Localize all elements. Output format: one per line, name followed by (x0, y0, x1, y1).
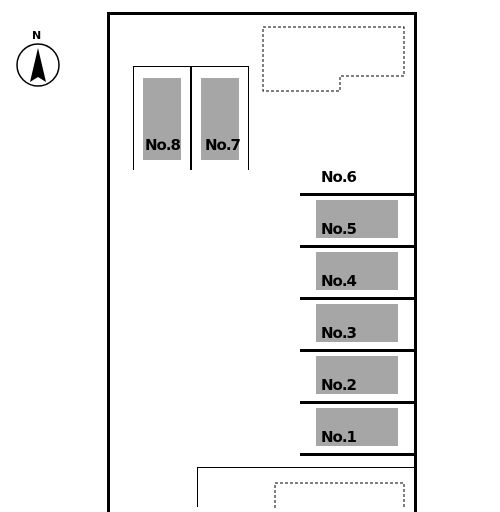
car-no1 (316, 408, 398, 446)
stall-divider (300, 193, 416, 196)
space-label-no7: No.7 (205, 136, 241, 154)
stall-divider (300, 401, 416, 404)
parking-lot-boundary (107, 12, 417, 512)
stall-divider (300, 245, 416, 248)
space-label-no2: No.2 (321, 376, 357, 394)
stall-divider (300, 349, 416, 352)
space-label-no6: No.6 (321, 168, 357, 186)
compass: N (12, 28, 64, 92)
building-outline-bottom (274, 482, 405, 508)
car-no4 (316, 252, 398, 290)
compass-north-label: N (32, 29, 41, 42)
space-label-no5: No.5 (321, 220, 357, 238)
north-arrow-icon (16, 43, 60, 87)
space-label-no4: No.4 (321, 272, 357, 290)
stall-no8 (133, 66, 191, 170)
car-no2 (316, 356, 398, 394)
bottom-structure (197, 467, 417, 507)
stall-no7 (191, 66, 249, 170)
car-no5 (316, 200, 398, 238)
stall-divider (300, 453, 416, 456)
car-no3 (316, 304, 398, 342)
car-no7 (201, 78, 239, 160)
stall-divider (300, 297, 416, 300)
space-label-no1: No.1 (321, 428, 357, 446)
car-no8 (143, 78, 181, 160)
building-outline-top (262, 26, 405, 92)
space-label-no8: No.8 (145, 136, 181, 154)
space-label-no3: No.3 (321, 324, 357, 342)
